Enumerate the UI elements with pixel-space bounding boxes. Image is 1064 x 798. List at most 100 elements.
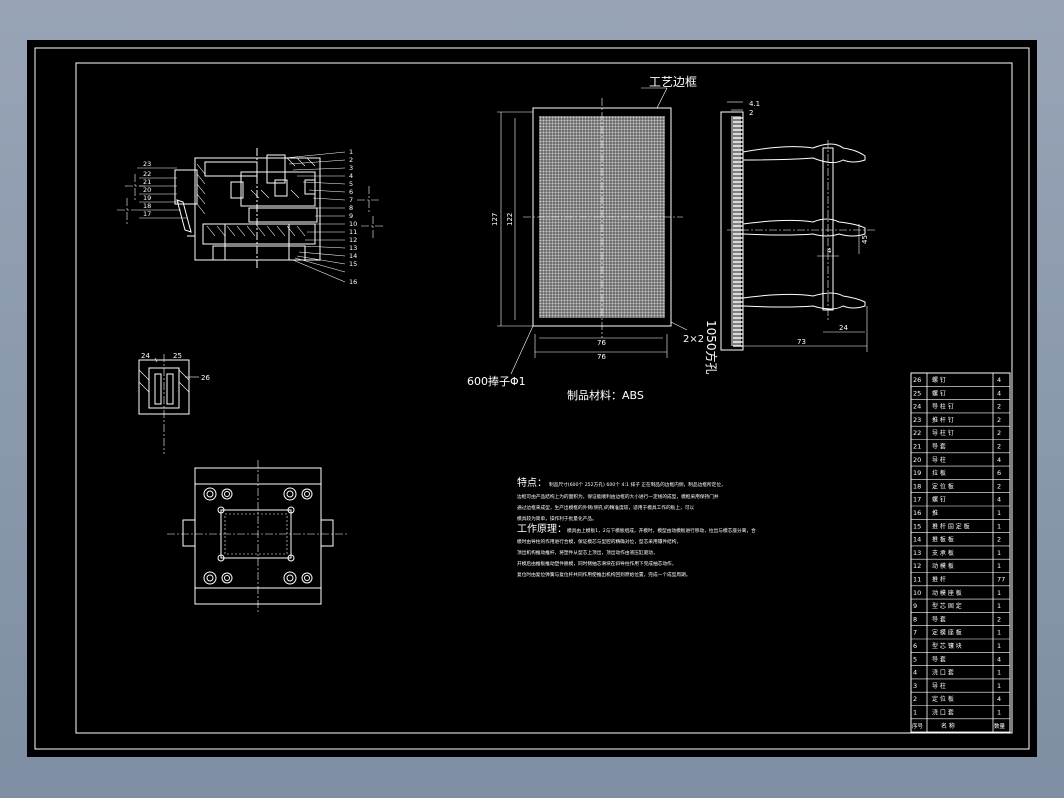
bom-cell-no: 22 [913, 429, 921, 437]
bom-cell-qty: 2 [997, 615, 1001, 623]
bom-cell-no: 5 [913, 655, 917, 663]
bom-cell-qty: 2 [997, 482, 1001, 490]
left-crosshairs [117, 174, 383, 238]
svg-text:17: 17 [143, 210, 151, 218]
svg-text:序号: 序号 [912, 722, 924, 730]
svg-text:19: 19 [143, 194, 151, 202]
bom-cell-name: 推 杆 [932, 576, 946, 584]
svg-text:73: 73 [797, 338, 806, 346]
bom-cell-qty: 4 [997, 695, 1001, 703]
svg-text:127: 127 [491, 213, 499, 226]
left-part-numbers: 23 22 21 20 19 18 17 [143, 160, 151, 218]
bom-row: 18 定 位 板 2 [911, 482, 1010, 494]
bom-cell-no: 15 [913, 522, 921, 530]
bom-cell-no: 6 [913, 642, 917, 650]
svg-text:5: 5 [349, 180, 353, 188]
bom-cell-qty: 1 [997, 509, 1001, 517]
svg-text:2: 2 [749, 109, 753, 117]
svg-text:20: 20 [143, 186, 151, 194]
bom-cell-no: 4 [913, 669, 917, 677]
svg-text:模具较为简单，操作利于批量化产品。: 模具较为简单，操作利于批量化产品。 [517, 515, 597, 522]
svg-text:1: 1 [349, 148, 353, 156]
bom-cell-no: 14 [913, 536, 921, 544]
bom-cell-name: 推 杆 固 定 板 [932, 522, 970, 530]
bom-header: 序号名 称数量 [912, 722, 1006, 730]
bom-cell-no: 13 [913, 549, 921, 557]
bom-row: 2 定 位 板 4 [911, 695, 1010, 706]
bom-cell-qty: 1 [997, 629, 1001, 637]
bom-cell-no: 26 [913, 376, 921, 384]
bom-cell-no: 2 [913, 695, 917, 703]
bom-cell-name: 型 芯 镶 块 [932, 642, 962, 650]
bom-cell-name: 推 [932, 509, 938, 517]
bom-cell-name: 导 套 [932, 443, 946, 451]
bom-cell-qty: 77 [997, 576, 1005, 584]
feature-title: 特点： [517, 477, 547, 489]
svg-text:4: 4 [349, 172, 353, 180]
outer-border [34, 47, 1030, 750]
bom-cell-no: 11 [913, 576, 921, 584]
svg-text:76: 76 [597, 339, 606, 347]
svg-text:11: 11 [349, 228, 357, 236]
svg-text:25: 25 [173, 352, 182, 360]
svg-text:45: 45 [861, 235, 869, 244]
svg-text:21: 21 [143, 178, 151, 186]
bom-cell-name: 导 柱 [932, 682, 946, 690]
svg-text:2: 2 [349, 156, 353, 164]
svg-text:12: 12 [349, 236, 357, 244]
bom-cell-qty: 1 [997, 589, 1001, 597]
svg-text:122: 122 [506, 213, 514, 226]
svg-text:1050方孔: 1050方孔 [704, 320, 719, 375]
bom-cell-qty: 4 [997, 456, 1001, 464]
bom-cell-name: 定 位 板 [932, 482, 954, 490]
bom-cell-no: 23 [913, 416, 921, 424]
bom-cell-no: 21 [913, 443, 921, 451]
svg-text:26: 26 [201, 374, 210, 382]
svg-text:模具由上模板1，2与下模板组成，开模时，模型由动模板进行移动: 模具由上模板1，2与下模板组成，开模时，模型由动模板进行移动，拉出与模芯座分离，… [567, 527, 756, 534]
bom-cell-name: 螺 钉 [932, 376, 946, 384]
bom-cell-qty: 4 [997, 376, 1001, 384]
svg-text:模时由导柱的作用进行合模，保证模芯与型腔的精确对位，型芯采用: 模时由导柱的作用进行合模，保证模芯与型腔的精确对位，型芯采用镶件结构， [517, 538, 681, 545]
bom-cell-qty: 4 [997, 655, 1001, 663]
bom-cell-qty: 2 [997, 416, 1001, 424]
svg-text:名 称: 名 称 [941, 722, 955, 730]
bom-cell-no: 25 [913, 389, 921, 397]
bom-row: 23 推 杆 钉 2 [911, 416, 1010, 427]
section-view-assembly [117, 148, 383, 283]
svg-text:18: 18 [143, 202, 151, 210]
bom-cell-name: 推 板 板 [932, 536, 954, 544]
cad-drawing: 23 22 21 20 19 18 17 1 2 3 4 5 6 7 8 9 1… [34, 47, 1030, 750]
detail-view-24-26: 24 25 26 [138, 352, 210, 454]
bom-cell-name: 螺 钉 [932, 389, 946, 397]
svg-text:10: 10 [349, 220, 357, 228]
bom-cell-name: 定 位 板 [932, 695, 954, 703]
bom-cell-name: 推 杆 钉 [932, 416, 954, 424]
bom-row: 11 推 杆 77 [911, 576, 1010, 587]
svg-text:开模后由推板推动塑件脱模，同时侧抽芯滑块在斜导柱作用下完成抽: 开模后由推板推动塑件脱模，同时侧抽芯滑块在斜导柱作用下完成抽芯动作， [517, 560, 676, 567]
bom-cell-name: 导 柱 [932, 456, 946, 464]
svg-text:22: 22 [143, 170, 151, 178]
svg-text:制品材料：ABS: 制品材料：ABS [567, 388, 644, 402]
bom-cell-no: 18 [913, 482, 921, 490]
bom-cell-qty: 1 [997, 669, 1001, 677]
comb-teeth [733, 117, 743, 347]
svg-text:13: 13 [349, 244, 357, 252]
bom-cell-name: 动 模 座 板 [932, 589, 962, 597]
bom-cell-no: 20 [913, 456, 921, 464]
bom-cell-name: 导 套 [932, 615, 946, 623]
grid-part-side-view: 4.1 2 73 24 45 4 [720, 100, 877, 352]
